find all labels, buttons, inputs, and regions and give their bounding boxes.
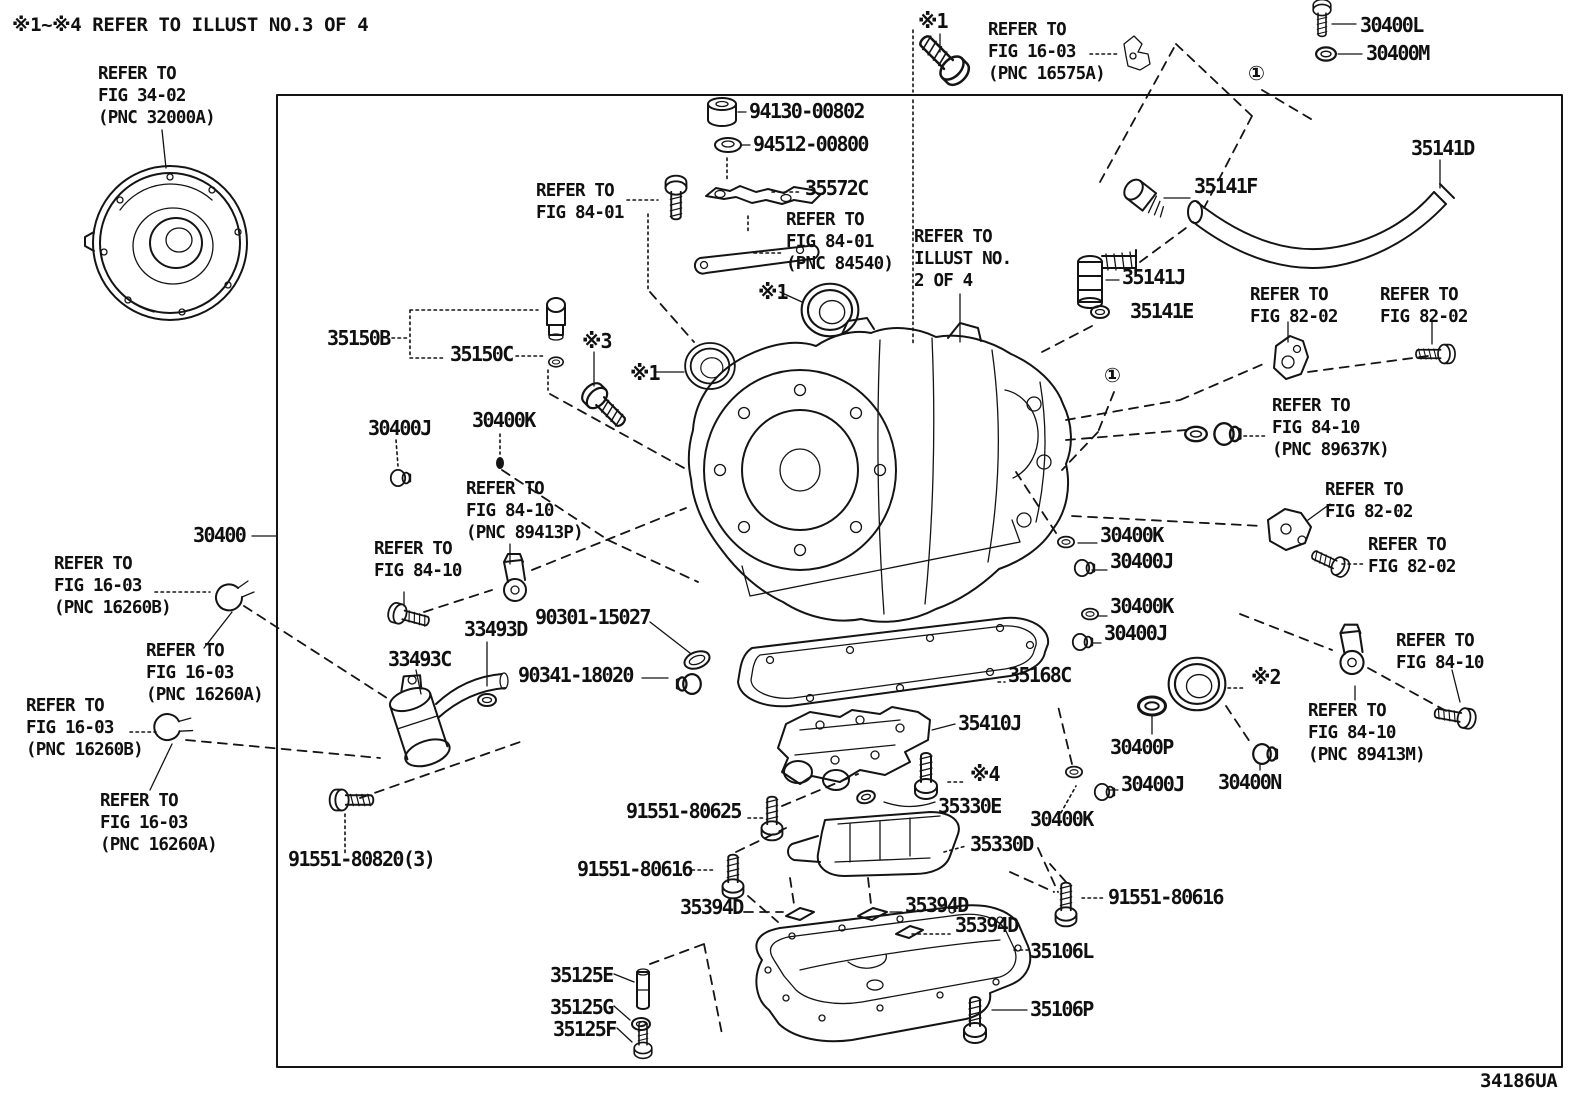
pn-30400J-c: 30400J <box>1104 621 1168 645</box>
pn-35410J: 35410J <box>958 711 1022 735</box>
plug-and-ring-icons <box>389 46 1338 1031</box>
sym-4: ※4 <box>970 762 1001 786</box>
oil-pan-drawing <box>755 904 1032 1043</box>
pn-35141E: 35141E <box>1130 299 1194 323</box>
pn-91551-80625: 91551-80625 <box>626 799 742 823</box>
torque-converter-drawing <box>84 165 248 321</box>
refer-illust-2-of-4: REFER TO ILLUST NO. 2 OF 4 <box>914 227 1012 291</box>
pn-30400L: 30400L <box>1360 13 1424 37</box>
pn-35150B: 35150B <box>327 326 391 350</box>
refer-fig-16-03-16260B-a: REFER TO FIG 16-03 (PNC 16260B) <box>54 554 172 618</box>
pn-30400K-a: 30400K <box>472 408 536 432</box>
filler-elbow-35150B-drawing <box>546 297 566 341</box>
pn-35125F: 35125F <box>553 1017 617 1041</box>
refer-fig-84-10-89637K: REFER TO FIG 84-10 (PNC 89637K) <box>1272 396 1390 460</box>
sensor-icons <box>503 35 1365 676</box>
pn-33493C: 33493C <box>388 647 452 671</box>
diagram-code: 34186UA <box>1480 1070 1558 1092</box>
pn-30400M: 30400M <box>1366 41 1430 65</box>
refer-fig-84-10-right: REFER TO FIG 84-10 <box>1396 631 1484 673</box>
elbow-joint-35141J <box>1077 249 1137 309</box>
pn-30400: 30400 <box>193 523 247 547</box>
pn-35125E: 35125E <box>550 963 614 987</box>
pn-35394D-c: 35394D <box>955 913 1019 937</box>
bracket-35572C-drawing <box>705 185 821 205</box>
sym-1-top: ※1 <box>918 9 949 33</box>
refer-fig-82-02-d: REFER TO FIG 82-02 <box>1368 535 1456 577</box>
oil-cooler-hose-drawing <box>1077 178 1455 309</box>
oil-pan-gasket-drawing <box>737 616 1050 708</box>
circled-1-outside: ① <box>1248 61 1265 85</box>
pn-35150C: 35150C <box>450 342 514 366</box>
pn-30400K-c: 30400K <box>1110 594 1174 618</box>
refer-fig-84-10-left: REFER TO FIG 84-10 <box>374 539 462 581</box>
refer-fig-16-03-16260A-b: REFER TO FIG 16-03 (PNC 16260A) <box>100 791 218 855</box>
pn-35125G: 35125G <box>550 995 614 1019</box>
pn-94130-00802: 94130-00802 <box>749 99 865 123</box>
pn-35106P: 35106P <box>1030 997 1094 1021</box>
sym-2: ※2 <box>1251 665 1282 689</box>
circled-1-inside: ① <box>1104 363 1121 387</box>
pn-30400J-b: 30400J <box>1110 549 1174 573</box>
pn-91551-80616-a: 91551-80616 <box>577 857 693 881</box>
leader-lines <box>149 23 1461 1043</box>
refer-fig-34-02: REFER TO FIG 34-02 (PNC 32000A) <box>98 64 216 128</box>
pan-gasket-pieces <box>785 907 924 939</box>
breather-plug-drawing <box>707 97 742 153</box>
refer-fig-84-01: REFER TO FIG 84-01 <box>536 181 624 223</box>
oil-strainer-drawing <box>787 811 960 877</box>
refer-fig-82-02-c: REFER TO FIG 82-02 <box>1325 480 1413 522</box>
pn-90341-18020: 90341-18020 <box>518 663 634 687</box>
pn-35106L: 35106L <box>1030 939 1094 963</box>
sym-1-seal-a: ※1 <box>630 361 661 385</box>
oil-cooler-drawing <box>388 672 509 768</box>
sym-1-seal-b: ※1 <box>758 280 789 304</box>
sym-3: ※3 <box>582 329 613 353</box>
pn-35141F: 35141F <box>1194 174 1258 198</box>
note-asterisk-reference: ※1~※4 REFER TO ILLUST NO.3 OF 4 <box>12 14 369 36</box>
refer-fig-16-03-16260B-b: REFER TO FIG 16-03 (PNC 16260B) <box>26 696 144 760</box>
pn-33493D: 33493D <box>464 617 528 641</box>
refer-fig-84-10-89413P: REFER TO FIG 84-10 (PNC 89413P) <box>466 479 584 543</box>
pn-30400J-a: 30400J <box>368 416 432 440</box>
pn-91551-80616-b: 91551-80616 <box>1108 885 1224 909</box>
pn-91551-80820-3: 91551-80820(3) <box>288 847 436 871</box>
stud-icon <box>636 968 650 1010</box>
valve-body-drawing <box>777 706 931 791</box>
pn-35394D-a: 35394D <box>680 895 744 919</box>
pn-94512-00800: 94512-00800 <box>753 132 869 156</box>
pn-35168C: 35168C <box>1008 663 1072 687</box>
pn-35394D-b: 35394D <box>905 893 969 917</box>
dashed-lines <box>185 43 1449 1035</box>
refer-fig-16-03-16575A: REFER TO FIG 16-03 (PNC 16575A) <box>988 20 1106 84</box>
refer-fig-84-10-89413M: REFER TO FIG 84-10 (PNC 89413M) <box>1308 701 1426 765</box>
refer-fig-82-02-a: REFER TO FIG 82-02 <box>1250 285 1338 327</box>
dotted-leader-lines <box>129 29 1365 951</box>
pn-30400N: 30400N <box>1218 770 1282 794</box>
diagram-border <box>276 94 1563 1068</box>
pn-30400K-d: 30400K <box>1030 807 1094 831</box>
refer-fig-84-01-84540: REFER TO FIG 84-01 (PNC 84540) <box>786 210 894 274</box>
pn-35141D: 35141D <box>1411 136 1475 160</box>
pn-35330E: 35330E <box>938 794 1002 818</box>
pn-35572C: 35572C <box>805 176 869 200</box>
refer-fig-16-03-16260A-a: REFER TO FIG 16-03 (PNC 16260A) <box>146 641 264 705</box>
pn-30400K-b: 30400K <box>1100 523 1164 547</box>
pn-35330D: 35330D <box>970 832 1034 856</box>
pn-30400J-d: 30400J <box>1121 772 1185 796</box>
refer-fig-82-02-b: REFER TO FIG 82-02 <box>1380 285 1468 327</box>
pn-90301-15027: 90301-15027 <box>535 605 651 629</box>
pn-30400P: 30400P <box>1110 735 1174 759</box>
lever-84540-drawing <box>693 244 820 275</box>
pn-35141J: 35141J <box>1122 265 1186 289</box>
